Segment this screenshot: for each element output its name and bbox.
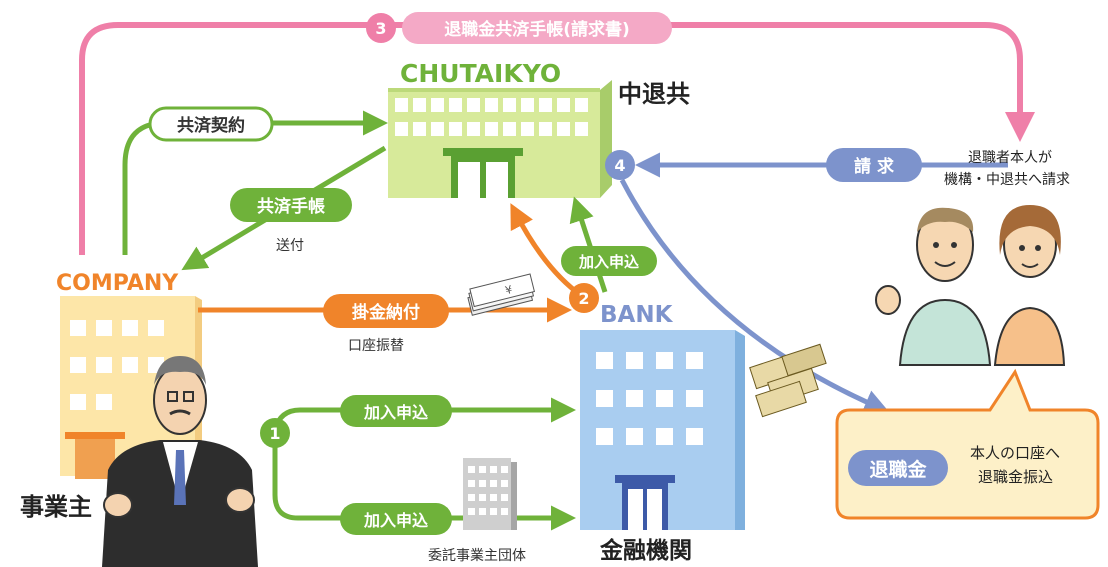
koza-furikae-label: 口座振替: [348, 338, 404, 354]
svg-text:4: 4: [614, 156, 625, 175]
employee-note-line1: 退職者本人が: [968, 150, 1052, 166]
payout-callout: 退職金 本人の口座へ 退職金振込: [835, 368, 1100, 520]
taishokukin-label: 退職金: [869, 458, 927, 481]
employee-note-line2: 機構・中退共へ請求: [944, 172, 1070, 188]
kanyu-1b-label: 加入申込: [363, 511, 428, 530]
chutaikyo-ja-label: 中退共: [618, 80, 690, 108]
step-badge-3: 3: [366, 13, 396, 43]
cheque-icon: ¥: [467, 273, 536, 316]
company-ja-label: 事業主: [20, 493, 92, 521]
kakekin-nofu-label: 掛金納付: [352, 302, 420, 323]
kanyu-bank-top-pill: 加入申込: [561, 246, 657, 276]
svg-text:2: 2: [578, 289, 589, 308]
trust-org-building: [463, 458, 517, 530]
kyosai-keiyaku-pill: 共済契約: [148, 106, 274, 142]
svg-text:¥: ¥: [504, 283, 514, 297]
arrow-application-1b: [272, 440, 576, 531]
kakekin-nofu-pill: 掛金納付: [323, 294, 449, 328]
techo-request-pill: 退職金共済手帳(請求書): [402, 12, 672, 44]
bank-en-label: BANK: [600, 302, 674, 328]
chutaikyo-building: [388, 80, 612, 198]
kanyu-1a-pill: 加入申込: [340, 395, 452, 427]
kanyu-bank-top-label: 加入申込: [578, 253, 639, 271]
svg-text:1: 1: [269, 424, 280, 443]
employee-couple: [875, 205, 1066, 366]
employer-person: [102, 356, 258, 567]
seikyu-pill: 請 求: [826, 148, 922, 182]
payout-line1: 本人の口座へ: [970, 444, 1060, 462]
step-badge-1: 1: [260, 418, 290, 448]
arrow-payout: [619, 178, 890, 414]
kanyu-1a-label: 加入申込: [363, 403, 428, 422]
step-badge-4: 4: [605, 150, 635, 180]
company-en-label: COMPANY: [56, 271, 179, 296]
kyosai-techo-label: 共済手帳: [257, 196, 325, 217]
step-badge-2: 2: [569, 283, 599, 313]
kanyu-1b-pill: 加入申込: [340, 503, 452, 535]
seikyu-label: 請 求: [854, 156, 894, 177]
svg-text:3: 3: [375, 19, 386, 38]
bank-ja-label: 金融機関: [599, 537, 692, 564]
money-bundle-icon: [749, 343, 827, 418]
chutaikyo-en-label: CHUTAIKYO: [400, 59, 561, 88]
arrow-techo-request: [79, 22, 1035, 255]
kyosai-techo-pill: 共済手帳: [230, 188, 352, 222]
techo-request-label: 退職金共済手帳(請求書): [444, 19, 630, 40]
kyosai-keiyaku-label: 共済契約: [177, 115, 245, 136]
payout-line2: 退職金振込: [978, 468, 1053, 486]
bank-building: [580, 330, 745, 530]
sofu-label: 送付: [276, 238, 304, 254]
trust-org-label: 委託事業主団体: [428, 548, 526, 564]
